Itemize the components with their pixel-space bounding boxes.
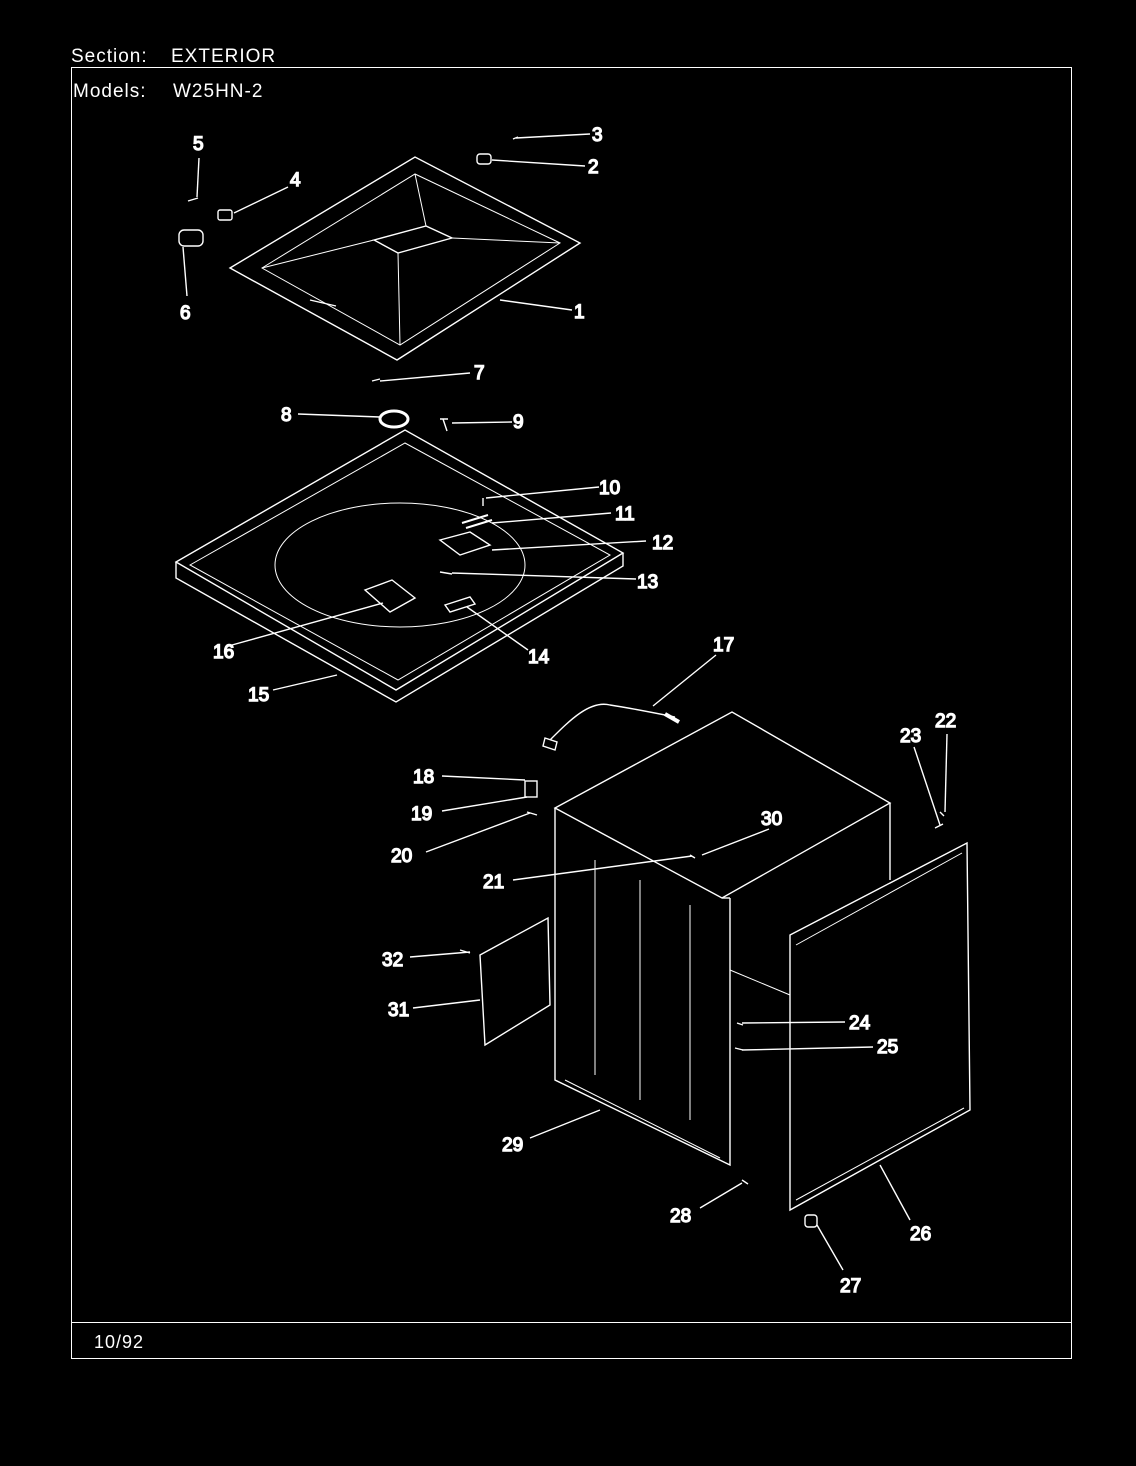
footer-divider: [71, 1322, 1072, 1323]
grommet-8: [378, 409, 410, 429]
callout-10: 10: [599, 478, 620, 499]
screw-13: [439, 571, 453, 575]
callout-23: 23: [900, 726, 921, 747]
callout-24: 24: [849, 1013, 871, 1034]
callout-20: 20: [391, 846, 412, 867]
hinge-6: [178, 229, 204, 247]
callout-29: 29: [502, 1135, 523, 1156]
callout-9: 9: [513, 412, 524, 433]
front-panel: [789, 811, 971, 1228]
callout-19: 19: [411, 804, 432, 825]
screw-28: [741, 1179, 749, 1185]
power-cord: [542, 703, 680, 751]
section-value: EXTERIOR: [171, 46, 277, 67]
bracket-12: [438, 531, 492, 556]
clips-22-23: [934, 811, 945, 829]
callout-28: 28: [670, 1206, 691, 1227]
callout-5: 5: [193, 134, 204, 155]
spring-11: [461, 514, 493, 529]
lid-part: [228, 156, 582, 361]
models-value: W25HN-2: [173, 81, 264, 102]
cabinet: [524, 711, 892, 1167]
bracket-18: [524, 780, 538, 798]
section-header: Section: EXTERIOR: [71, 46, 276, 68]
models-header: Models: W25HN-2: [73, 81, 263, 103]
callout-30: 30: [761, 809, 782, 830]
screw-5: [187, 197, 199, 202]
callout-4: 4: [290, 170, 301, 191]
callout-6: 6: [180, 303, 191, 324]
callout-15: 15: [248, 685, 269, 706]
callout-14: 14: [528, 647, 550, 668]
screw-20: [526, 811, 538, 816]
callout-16: 16: [213, 642, 234, 663]
callout-18: 18: [413, 767, 434, 788]
callout-8: 8: [281, 405, 292, 426]
hinge-2: [476, 153, 492, 165]
callout-25: 25: [877, 1037, 898, 1058]
callout-labels: 1 2 3 4 5 6 7 8 9 10 11 12 13 14 15 16 1…: [179, 124, 957, 1297]
callout-12: 12: [652, 533, 673, 554]
callout-21: 21: [483, 872, 504, 893]
callout-11: 11: [615, 504, 635, 525]
callout-26: 26: [910, 1224, 931, 1245]
callout-27: 27: [840, 1276, 861, 1297]
section-label: Section:: [71, 46, 148, 67]
top-assembly: [174, 429, 625, 703]
callout-32: 32: [382, 950, 403, 971]
callout-13: 13: [637, 572, 658, 593]
leader-lines: [182, 133, 948, 1271]
callout-1: 1: [574, 302, 585, 323]
callout-31: 31: [388, 1000, 409, 1021]
clip-25: [734, 1047, 744, 1051]
hinge-4: [217, 209, 233, 221]
diagram-frame: [71, 67, 1072, 1359]
callout-2: 2: [588, 157, 599, 178]
screw-9: [440, 418, 448, 432]
models-label: Models:: [73, 81, 147, 102]
revision-date: 10/92: [94, 1332, 145, 1352]
callout-3: 3: [592, 125, 603, 146]
clip-24: [736, 1022, 744, 1026]
callout-17: 17: [713, 635, 734, 656]
strike-14: [443, 596, 477, 613]
hinge-parts: [178, 136, 519, 432]
foot-27: [804, 1214, 818, 1228]
callout-7: 7: [474, 363, 485, 384]
lid-switch-16: [363, 579, 417, 613]
callout-22: 22: [935, 711, 956, 732]
pad-7: [371, 378, 381, 382]
side-panel: [459, 916, 551, 1047]
